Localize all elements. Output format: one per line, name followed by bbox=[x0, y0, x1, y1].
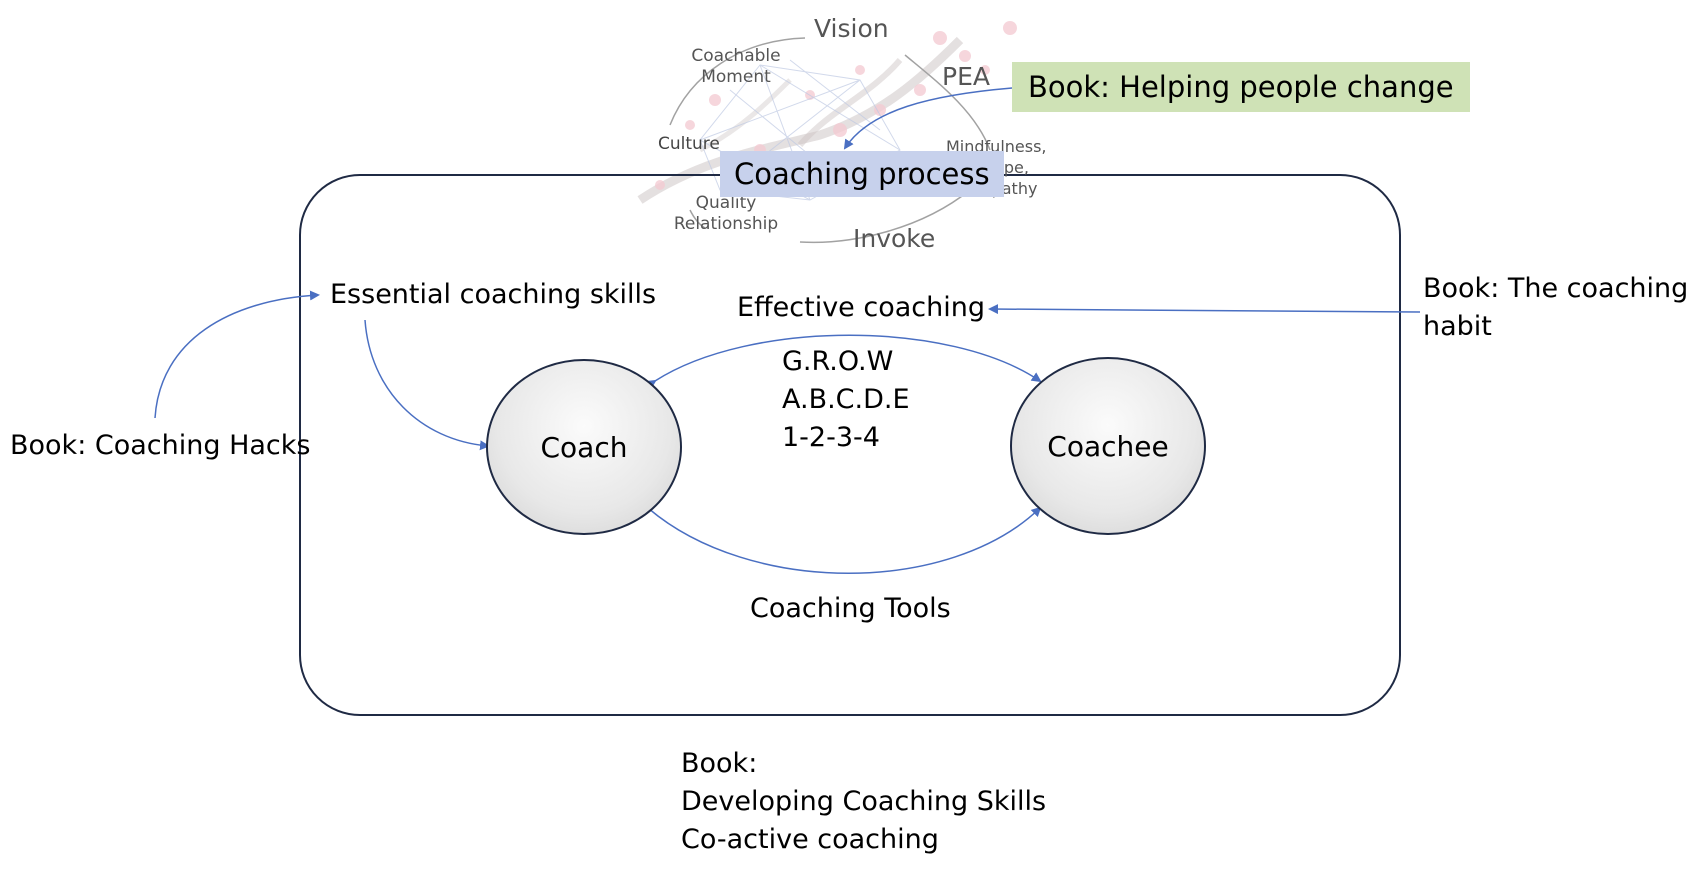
book-helping-people-change: Book: Helping people change bbox=[1012, 62, 1470, 112]
label-culture: Culture bbox=[658, 134, 720, 154]
arrow-hacks-to-skills bbox=[154, 290, 320, 419]
coachee-node: Coachee bbox=[1010, 357, 1206, 535]
coaching-tools: Coaching Tools bbox=[750, 593, 951, 624]
arrow-helping-to-process bbox=[843, 87, 1013, 150]
arrow-habit-to-effective bbox=[988, 304, 1421, 315]
label-invoke: Invoke bbox=[853, 224, 936, 253]
label-coachable-moment: Coachable Moment bbox=[691, 46, 781, 87]
arrow-coach-coachee-bottom bbox=[638, 499, 1042, 574]
book-the-coaching-habit: Book: The coaching habit bbox=[1423, 273, 1688, 342]
coaching-process-box: Coaching process bbox=[720, 151, 1004, 197]
model-grow: G.R.O.W bbox=[782, 346, 894, 377]
coaching-process-label: Coaching process bbox=[734, 157, 990, 191]
book-helping-label: Book: Helping people change bbox=[1028, 70, 1454, 104]
bottom-books: Book: Developing Coaching Skills Co-acti… bbox=[681, 745, 1046, 859]
model-1234: 1-2-3-4 bbox=[782, 422, 880, 453]
model-abcde: A.B.C.D.E bbox=[782, 384, 910, 415]
book-coaching-hacks: Book: Coaching Hacks bbox=[10, 430, 311, 461]
arrow-skills-to-coach bbox=[364, 319, 490, 451]
coachee-label: Coachee bbox=[1047, 429, 1169, 463]
label-quality-relationship: Quality Relationship bbox=[673, 193, 779, 234]
bottom-books-heading: Book: bbox=[681, 748, 758, 779]
coach-label: Coach bbox=[540, 430, 628, 464]
book-co-active-coaching: Co-active coaching bbox=[681, 824, 939, 855]
arrow-coach-coachee-top bbox=[645, 334, 1042, 390]
essential-coaching-skills: Essential coaching skills bbox=[330, 279, 657, 310]
book-developing-coaching-skills: Developing Coaching Skills bbox=[681, 786, 1047, 817]
label-pea: PEA bbox=[942, 62, 990, 91]
coach-node: Coach bbox=[486, 359, 682, 535]
coaching-models: G.R.O.W A.B.C.D.E 1-2-3-4 bbox=[782, 343, 910, 457]
effective-coaching: Effective coaching bbox=[737, 292, 985, 323]
label-vision: Vision bbox=[814, 14, 889, 43]
